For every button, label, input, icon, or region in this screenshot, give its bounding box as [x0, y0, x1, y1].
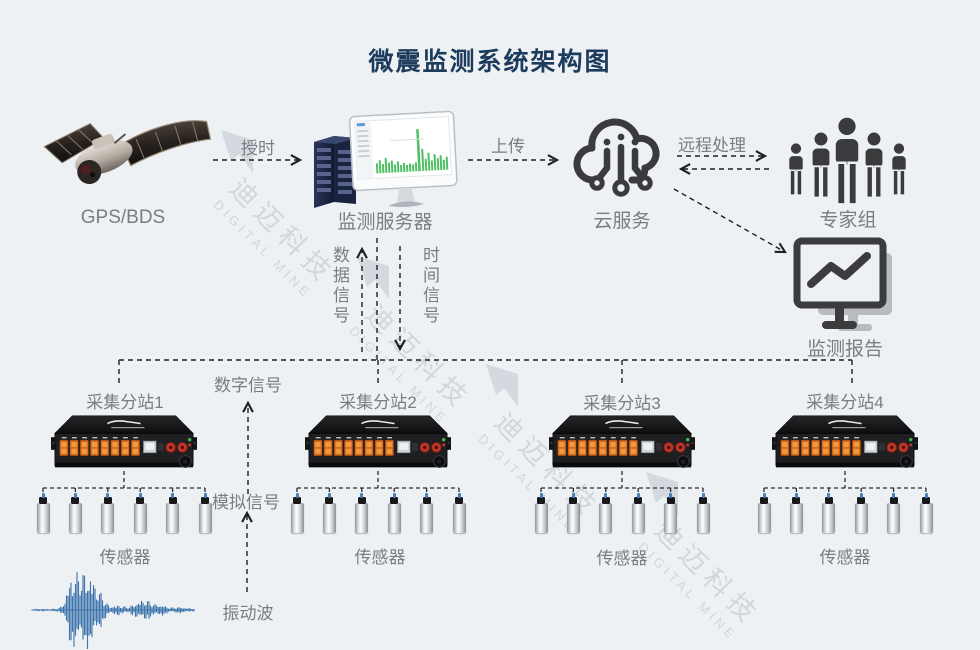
sensor	[631, 493, 645, 533]
remote-label: 远程处理	[678, 136, 746, 155]
server-icon	[308, 110, 463, 216]
digital-signal-label: 数字信号	[214, 376, 282, 395]
data-signal-label: 数据信号	[330, 246, 349, 326]
sensor	[36, 493, 50, 533]
sensor	[757, 493, 771, 533]
station-device-1	[51, 412, 197, 476]
sensors2-label: 传感器	[354, 548, 406, 567]
edge-cloud-report	[673, 188, 787, 254]
cloud-label: 云服务	[593, 211, 651, 232]
sensor	[452, 493, 466, 533]
experts-label: 专家组	[819, 210, 877, 231]
sensor	[822, 493, 836, 533]
station2-label: 采集分站2	[339, 393, 417, 412]
sensor	[420, 493, 434, 533]
sensor	[664, 493, 678, 533]
satellite-label: GPS/BDS	[80, 207, 166, 228]
sensor	[919, 493, 933, 533]
station3-label: 采集分站3	[583, 394, 661, 413]
sensors3-label: 传感器	[596, 549, 648, 568]
station-device-2	[305, 412, 451, 476]
sensor	[534, 493, 548, 533]
sensor	[322, 493, 336, 533]
sensor	[696, 493, 710, 533]
upload-label: 上传	[491, 137, 525, 156]
analog-signal-label: 模拟信号	[212, 493, 280, 512]
sensor	[355, 493, 369, 533]
sensor	[789, 493, 803, 533]
timing-label: 授时	[241, 139, 275, 158]
vibration-waveform	[30, 568, 202, 650]
sensors4-label: 传感器	[819, 548, 871, 567]
cloud-icon	[570, 108, 670, 208]
sensor	[166, 493, 180, 533]
time-signal-label: 时间信号	[420, 246, 439, 326]
station-device-3	[549, 412, 695, 476]
sensor	[198, 493, 212, 533]
sensors1-label: 传感器	[99, 548, 151, 567]
server-label: 监测服务器	[337, 212, 433, 233]
sensor	[68, 493, 82, 533]
sensor	[887, 493, 901, 533]
report-icon	[792, 236, 900, 336]
station-device-4	[772, 412, 918, 476]
report-label: 监测报告	[806, 339, 884, 360]
sensor	[290, 493, 304, 533]
sensor	[387, 493, 401, 533]
experts-icon	[782, 112, 912, 208]
station4-label: 采集分站4	[806, 393, 884, 412]
page-title: 微震监测系统架构图	[368, 48, 612, 76]
sensor	[854, 493, 868, 533]
sensor	[599, 493, 613, 533]
sensor	[566, 493, 580, 533]
sensor	[133, 493, 147, 533]
sensor	[101, 493, 115, 533]
vibration-wave-label: 振动波	[222, 604, 274, 623]
station1-label: 采集分站1	[86, 393, 164, 412]
satellite-icon	[42, 108, 217, 206]
